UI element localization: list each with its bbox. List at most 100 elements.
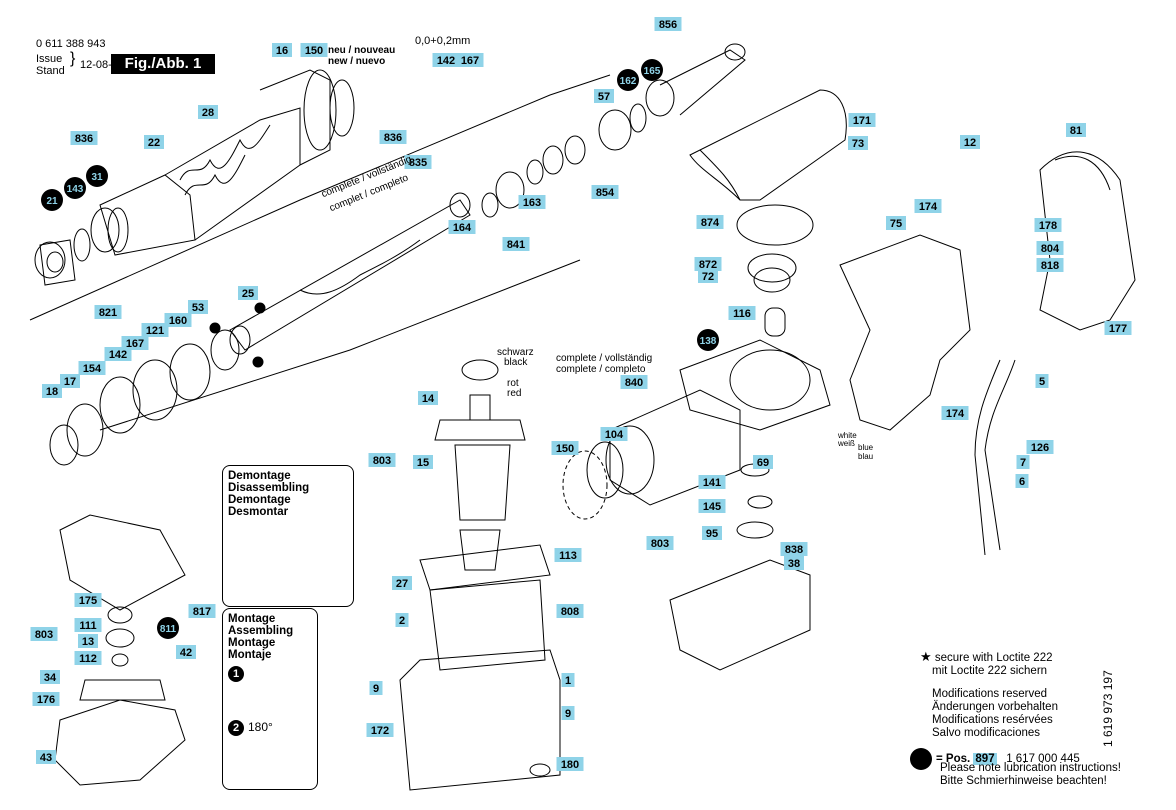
part-label-163: 163 (518, 195, 546, 209)
part-label-150: 150 (551, 441, 579, 455)
svg-text:112: 112 (79, 653, 97, 665)
part-label-38: 38 (784, 556, 804, 570)
star-icon: ★ (920, 649, 932, 664)
white-text: white (838, 431, 857, 440)
demontage-box (222, 465, 354, 607)
part-label-874: 874 (696, 215, 724, 229)
part-label-81: 81 (1066, 123, 1086, 137)
part-label-31: 31 (86, 165, 108, 187)
svg-text:160: 160 (169, 315, 187, 327)
svg-text:154: 154 (83, 363, 102, 375)
svg-text:811: 811 (160, 624, 177, 635)
svg-text:31: 31 (91, 172, 103, 183)
lubrication-note: = Pos. 897 1 617 000 445 Please note lub… (910, 748, 1121, 788)
part-label-15: 15 (413, 455, 433, 469)
svg-text:121: 121 (146, 325, 164, 337)
svg-text:167: 167 (461, 55, 479, 67)
part-label-73: 73 (848, 136, 868, 150)
part-label-34: 34 (40, 670, 60, 684)
blue-text: blue (858, 443, 874, 452)
part-label-95: 95 (702, 526, 722, 540)
svg-text:818: 818 (1041, 260, 1059, 272)
svg-text:7: 7 (1020, 457, 1026, 469)
lubrication-dot-icon (910, 748, 932, 770)
part-label-175: 175 (74, 593, 102, 607)
svg-text:1: 1 (565, 675, 571, 687)
svg-text:43: 43 (40, 752, 52, 764)
stand-label: Stand (36, 65, 65, 77)
part-label-17: 17 (60, 374, 80, 388)
part-label-143: 143 (64, 177, 86, 199)
part-label-817: 817 (188, 604, 216, 618)
svg-text:12: 12 (964, 137, 976, 149)
part-label-142: 142 (104, 347, 132, 361)
part-label-171: 171 (848, 113, 876, 127)
rot-text: rot (507, 378, 519, 389)
svg-text:150: 150 (556, 443, 574, 455)
part-label-72: 72 (698, 269, 718, 283)
svg-text:69: 69 (757, 457, 769, 469)
part-label-178: 178 (1034, 218, 1062, 232)
svg-text:104: 104 (605, 429, 624, 441)
svg-text:174: 174 (946, 408, 965, 420)
part-label-126: 126 (1026, 440, 1054, 454)
svg-text:872: 872 (699, 259, 717, 271)
part-label-160: 160 (164, 313, 192, 327)
svg-text:162: 162 (620, 76, 637, 87)
part-label-21: 21 (41, 189, 63, 211)
svg-text:177: 177 (1109, 323, 1127, 335)
svg-text:13: 13 (82, 636, 94, 648)
part-label-69: 69 (753, 455, 773, 469)
part-label-113: 113 (554, 548, 582, 562)
svg-text:803: 803 (651, 538, 669, 550)
svg-text:73: 73 (852, 138, 864, 150)
part-label-172: 172 (366, 723, 394, 737)
notes-block: ★ secure with Loctite 222 mit Loctite 22… (920, 649, 1058, 739)
part-label-818: 818 (1036, 258, 1064, 272)
part-label-43: 43 (36, 750, 56, 764)
svg-text:836: 836 (384, 132, 402, 144)
svg-text:6: 6 (1019, 476, 1025, 488)
part-label-22: 22 (144, 135, 164, 149)
part-label-150: 150 (300, 43, 328, 57)
part-label-1: 1 (561, 673, 575, 687)
svg-text:841: 841 (507, 239, 525, 251)
svg-text:167: 167 (126, 338, 144, 350)
part-label-5: 5 (1035, 374, 1049, 388)
part-label-121: 121 (141, 323, 169, 337)
part-label-13: 13 (78, 634, 98, 648)
part-label-165: 165 (641, 59, 663, 81)
svg-text:171: 171 (853, 115, 871, 127)
part-label-112: 112 (74, 651, 102, 665)
part-label-835: 835 (404, 155, 432, 169)
part-label-145: 145 (698, 499, 726, 513)
step-1-badge: 1 (228, 666, 244, 682)
part-label-167: 167 (456, 53, 484, 67)
black-text: black (504, 357, 528, 368)
part-label-872: 872 (694, 257, 722, 271)
svg-text:142: 142 (109, 349, 127, 361)
part-label-821: 821 (94, 305, 122, 319)
part-label-177: 177 (1104, 321, 1132, 335)
part-label-174: 174 (914, 199, 942, 213)
svg-text:22: 22 (148, 137, 160, 149)
part-label-803: 803 (30, 627, 58, 641)
blau-text: blau (858, 452, 874, 461)
part-label-804: 804 (1036, 241, 1064, 255)
svg-text:15: 15 (417, 457, 429, 469)
part-label-164: 164 (448, 220, 476, 234)
svg-text:150: 150 (305, 45, 323, 57)
svg-text:17: 17 (64, 376, 76, 388)
svg-text:25: 25 (242, 288, 254, 300)
svg-text:145: 145 (703, 501, 721, 513)
svg-text:172: 172 (371, 725, 389, 737)
part-label-808: 808 (556, 604, 584, 618)
svg-text:141: 141 (703, 477, 721, 489)
svg-text:9: 9 (565, 708, 571, 720)
svg-text:175: 175 (79, 595, 97, 607)
part-label-25: 25 (238, 286, 258, 300)
part-label-6: 6 (1015, 474, 1029, 488)
part-label-53: 53 (188, 300, 208, 314)
svg-text:95: 95 (706, 528, 718, 540)
